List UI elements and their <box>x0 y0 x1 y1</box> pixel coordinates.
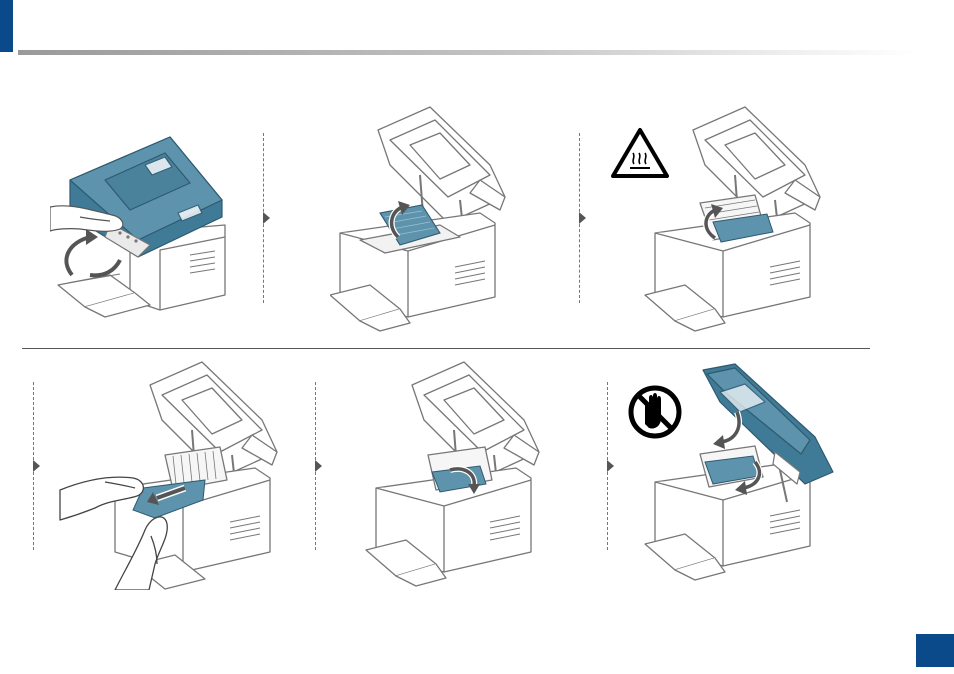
step-3-illustration <box>605 100 855 335</box>
step-1-illustration <box>50 125 240 320</box>
header-rule <box>18 50 918 55</box>
section-rule <box>22 348 870 349</box>
next-step-arrow-icon <box>607 460 614 472</box>
next-step-arrow-icon <box>33 460 40 472</box>
next-step-arrow-icon <box>263 212 270 224</box>
step-5-illustration <box>340 360 555 590</box>
hot-surface-warning-icon <box>613 130 667 176</box>
page-number-badge <box>916 634 954 667</box>
chapter-tab <box>0 0 13 52</box>
next-step-arrow-icon <box>315 460 322 472</box>
step-6-illustration <box>625 362 850 587</box>
next-step-arrow-icon <box>579 212 586 224</box>
step-4-illustration <box>55 360 285 590</box>
no-hand-caution-icon <box>631 388 679 436</box>
step-2-illustration <box>330 105 535 335</box>
